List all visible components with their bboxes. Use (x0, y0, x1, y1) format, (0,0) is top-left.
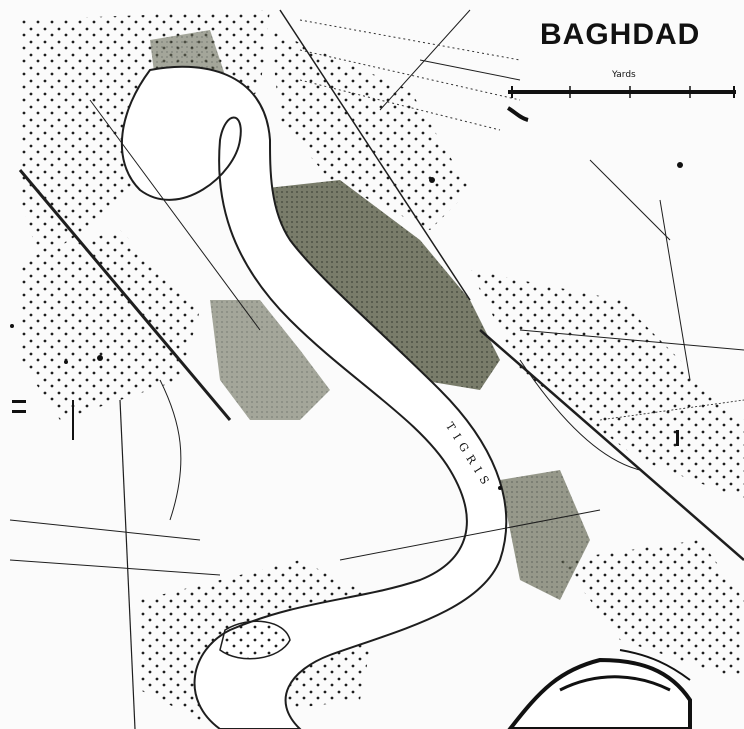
road-east-bank-curve (519, 359, 641, 471)
road-loop-west (159, 379, 182, 521)
road-east-diagonal (479, 329, 744, 561)
road-northeast (379, 9, 471, 111)
road-northeast-2 (419, 59, 521, 81)
orchard-north-center (270, 30, 470, 230)
orchard-west (20, 230, 200, 420)
road-east-curve (659, 199, 691, 381)
scale-label: Yards (612, 70, 636, 80)
orchard-east (470, 270, 744, 500)
ink-specks (10, 162, 683, 490)
marsh-feature (507, 649, 692, 729)
roads (9, 9, 744, 729)
road-west-south (119, 399, 136, 729)
city-east-bank (250, 180, 500, 390)
road-southwest-2 (9, 559, 221, 576)
scale-swoosh (506, 106, 529, 122)
road-south-east (339, 509, 601, 561)
road-canal-east (589, 159, 671, 241)
road-north-straight (279, 9, 471, 301)
orchard-southeast (560, 540, 744, 680)
road-northwest (89, 99, 261, 331)
map-title: BAGHDAD (540, 18, 701, 51)
city-karkh (210, 300, 330, 420)
road-diagonal-east-2 (599, 399, 744, 421)
river-island (219, 620, 291, 660)
road-east-horizontal (519, 329, 744, 351)
road-southwest (9, 519, 201, 541)
railway-west (18, 169, 232, 421)
scale-bar (508, 86, 736, 98)
dotted-lines (299, 19, 521, 131)
city-south-quarter (500, 470, 590, 600)
